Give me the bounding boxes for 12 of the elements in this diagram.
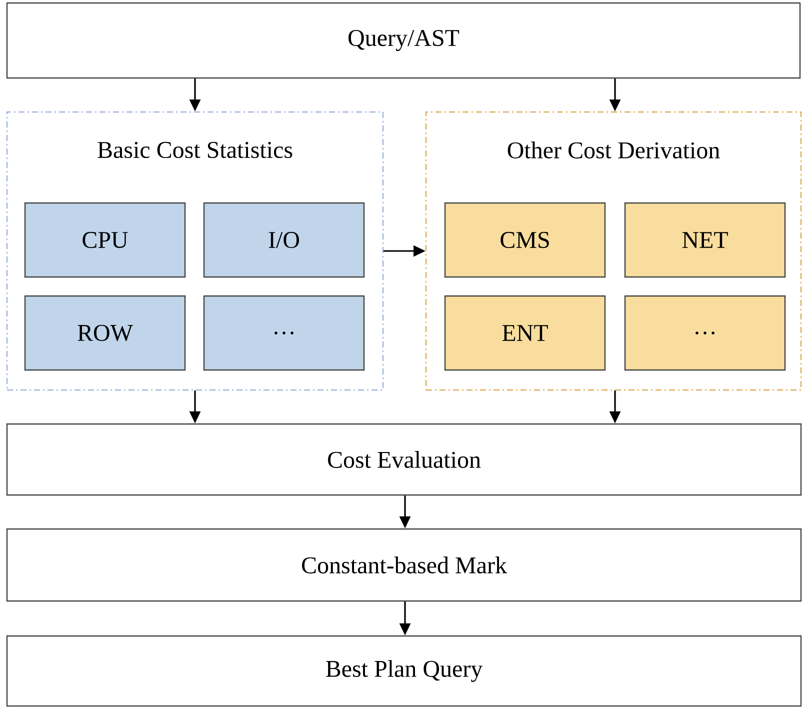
metric-box: ROW [24, 295, 186, 371]
metric-box: NET [624, 202, 786, 278]
metric-box: CPU [24, 202, 186, 278]
metric-box: CMS [444, 202, 606, 278]
metric-box: … [624, 295, 786, 371]
process-box: Cost Evaluation [6, 423, 802, 496]
process-box: Constant-based Mark [6, 528, 802, 602]
metric-box: … [203, 295, 365, 371]
metric-box: ENT [444, 295, 606, 371]
process-box: Best Plan Query [6, 635, 802, 707]
process-box: Query/AST [6, 2, 801, 79]
metric-box: I/O [203, 202, 365, 278]
